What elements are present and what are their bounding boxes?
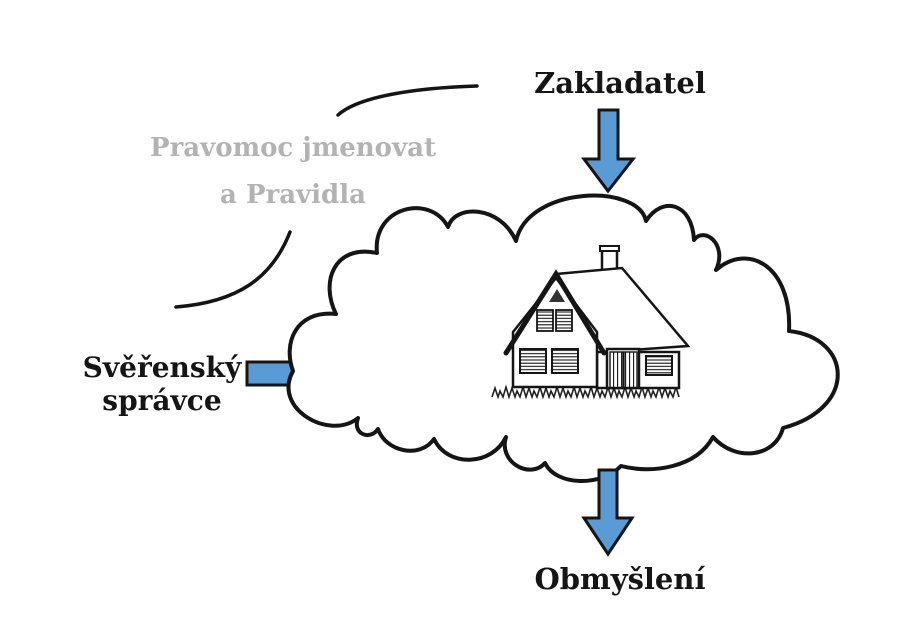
founder-label: Zakladatel xyxy=(534,66,706,100)
house-window-gable-lower-left xyxy=(519,348,547,374)
house-icon xyxy=(491,245,691,400)
house-bargeboard xyxy=(503,269,607,356)
trustee-label-line1: Svěřenský xyxy=(82,351,242,384)
trustee-label-line2: správce xyxy=(102,384,222,417)
power-to-appoint-label-line1: Pravomoc jmenovat xyxy=(150,133,436,163)
house-chimney-cap xyxy=(599,245,620,252)
house-door-left-leaf xyxy=(609,351,624,389)
house-window-gable-upper-right xyxy=(555,309,573,332)
house-window-side xyxy=(645,355,673,376)
beneficiaries-label: Obmyšlení xyxy=(534,562,706,596)
house-door-right-leaf xyxy=(623,351,638,389)
founder-down-arrow-icon xyxy=(581,108,637,194)
house-window-gable-lower-right xyxy=(551,348,579,374)
power-to-appoint-label-line2: a Pravidla xyxy=(220,180,366,210)
annotation-arc-top-icon xyxy=(336,84,479,117)
beneficiaries-down-arrow-icon xyxy=(581,468,635,557)
trustee-label: Svěřenský správce xyxy=(83,351,242,417)
annotation-arc-bottom-icon xyxy=(174,230,292,309)
house-attic-vent-icon xyxy=(549,289,565,302)
house-window-gable-upper-left xyxy=(536,309,554,332)
